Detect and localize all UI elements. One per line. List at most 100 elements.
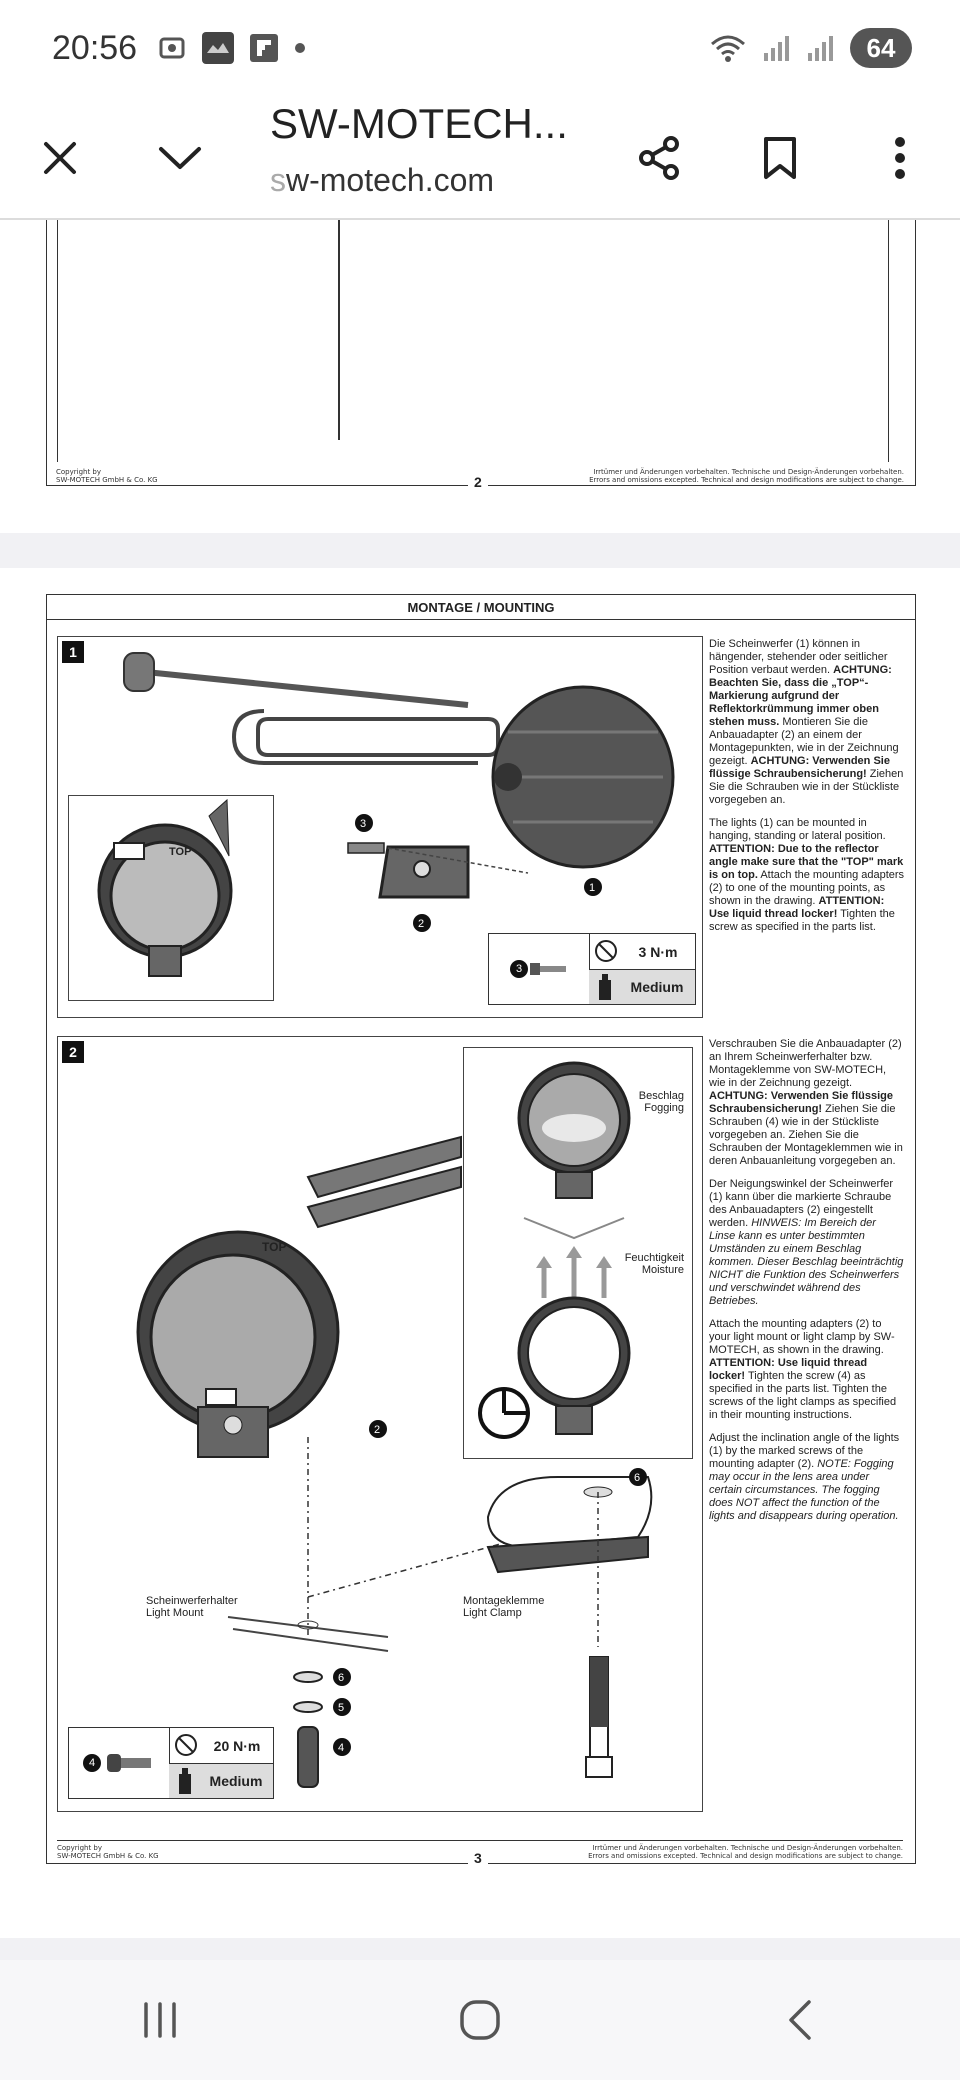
- bolt-icon: [107, 1754, 151, 1772]
- signal-icon-2: [808, 36, 833, 61]
- step-2-text-de-4: Der Neigungswinkel der Scheinwerfer (1) …: [709, 1178, 894, 1229]
- bookmark-icon: [764, 137, 796, 179]
- browser-toolbar: SW-MOTECH... sw-motech.com: [0, 96, 960, 220]
- home-icon: [460, 2000, 500, 2040]
- page-2-inner-frame: [57, 220, 889, 462]
- wifi-icon: [711, 35, 745, 62]
- svg-text:4: 4: [338, 1742, 344, 1754]
- lamp-front-illustration: [97, 798, 233, 977]
- step-1-text-de-1: Die Scheinwerfer (1) können in hängender…: [709, 638, 888, 676]
- close-button[interactable]: [28, 126, 92, 190]
- step-2-badge: 2: [62, 1041, 84, 1063]
- step-1-badge: 1: [62, 641, 84, 663]
- step-1-inset: TOP: [68, 795, 274, 1001]
- light-clamp-label: Montageklemme Light Clamp: [463, 1595, 544, 1619]
- app-icon: [202, 32, 235, 64]
- light-mount-label-de: Scheinwerferhalter: [146, 1595, 238, 1607]
- svg-text:2: 2: [418, 918, 424, 930]
- page-3-heading-bar: MONTAGE / MOUNTING: [47, 595, 915, 620]
- chevron-down-icon: [159, 147, 201, 169]
- svg-text:2: 2: [374, 1424, 380, 1436]
- step-1-text: Die Scheinwerfer (1) können in hängender…: [709, 638, 905, 944]
- svg-text:6: 6: [634, 1472, 640, 1484]
- page-2-copyright: Copyright by SW-MOTECH GmbH & Co. KG: [56, 468, 158, 484]
- step-2-text-de-5: HINWEIS: Im Bereich der Linse kann es un…: [709, 1217, 904, 1307]
- page-2-divider: [338, 220, 340, 440]
- share-button[interactable]: [628, 126, 692, 190]
- page-title: SW-MOTECH...: [270, 100, 568, 147]
- dot-icon: [295, 43, 306, 53]
- step-2-text-en-2: ATTENTION: Use liquid thread locker!: [709, 1357, 868, 1382]
- page-3-copyright: Copyright by SW-MOTECH GmbH & Co. KG: [57, 1844, 159, 1860]
- step-2-screw-badge: 4: [83, 1754, 101, 1772]
- step-1-screw-cell: 3: [489, 934, 590, 1004]
- step-2-torque-box: 4 20 N·m Medium: [68, 1727, 274, 1799]
- step-1-text-en-2: ATTENTION: Due to the reflector angle ma…: [709, 843, 904, 881]
- page-3-heading: MONTAGE / MOUNTING: [407, 599, 555, 615]
- fogging-moisture-illustration: [478, 1061, 631, 1439]
- signal-icon: [764, 36, 789, 61]
- back-icon: [789, 2000, 811, 2040]
- pdf-page-3: MONTAGE / MOUNTING 1 1 2: [0, 568, 960, 1938]
- moisture-label-de: Feuchtigkeit: [624, 1252, 684, 1264]
- torque-wrench-icon: [175, 1734, 197, 1756]
- close-icon: [44, 142, 76, 174]
- light-mount-label: Scheinwerferhalter Light Mount: [146, 1595, 238, 1619]
- step-2-illustration: 2 6 5 4 6: [136, 1135, 653, 1788]
- step-1-torque-strength: Medium: [630, 979, 684, 995]
- step-1-text-en-4: ATTENTION: Use liquid thread locker!: [709, 895, 885, 920]
- step-1-text-de-4: ACHTUNG: Verwenden Sie flüssige Schraube…: [709, 755, 890, 780]
- fogging-label: Beschlag Fogging: [639, 1090, 684, 1114]
- step-2-top-mark: TOP: [262, 1240, 287, 1254]
- step-1-screw-badge: 3: [510, 960, 528, 978]
- page-3-number: 3: [468, 1850, 488, 1866]
- home-button[interactable]: [440, 1980, 520, 2060]
- page-url: sw-motech.com: [270, 162, 495, 198]
- status-time: 20:56: [52, 28, 138, 67]
- step-2-inset: Beschlag Fogging Feuchtigkeit Moisture: [463, 1047, 693, 1459]
- recent-apps-icon: [144, 2002, 176, 2038]
- step-2-torque-value: 20 N·m: [213, 1737, 261, 1754]
- step-2-torque-row: 20 N·m: [169, 1728, 273, 1764]
- thread-locker-icon: [599, 974, 611, 1000]
- step-1-torque-row: 3 N·m: [589, 934, 695, 970]
- moisture-label: Feuchtigkeit Moisture: [625, 1252, 684, 1276]
- bookmark-button[interactable]: [748, 126, 812, 190]
- collapse-button[interactable]: [148, 126, 212, 190]
- light-mount-label-en: Light Mount: [146, 1607, 204, 1619]
- recent-apps-button[interactable]: [120, 1980, 200, 2060]
- document-viewer[interactable]: Copyright by SW-MOTECH GmbH & Co. KG Irr…: [0, 220, 960, 1960]
- step-2-text-de-1: Verschrauben Sie die Anbauadapter (2) an…: [709, 1038, 902, 1089]
- step-2-screw-cell: 4: [69, 1728, 170, 1798]
- more-options-button[interactable]: [868, 126, 932, 190]
- svg-text:3: 3: [360, 818, 366, 830]
- step-1-torque-box: 3 3 N·m Medium: [488, 933, 696, 1005]
- step-2-text-en-4: Adjust the inclination angle of the ligh…: [709, 1432, 900, 1470]
- step-2-text-de-3: Ziehen Sie die Schrauben (4) wie in der …: [709, 1103, 903, 1167]
- light-clamp-label-en: Light Clamp: [463, 1607, 522, 1619]
- share-icon: [639, 136, 679, 180]
- torque-wrench-icon: [595, 940, 617, 962]
- fogging-label-en: Fogging: [644, 1102, 684, 1114]
- page-2-frame: [46, 220, 916, 486]
- step-2-text-en-3: Tighten the screw (4) as specified in th…: [709, 1370, 897, 1421]
- svg-text:6: 6: [338, 1672, 344, 1684]
- step-2-strength-row: Medium: [169, 1764, 273, 1798]
- screw-icon: [530, 963, 566, 975]
- back-button[interactable]: [760, 1980, 840, 2060]
- step-1-text-de-5: Ziehen Sie die Schrauben wie in der Stüc…: [709, 768, 904, 806]
- flipboard-icon: [250, 34, 279, 62]
- light-clamp-label-de: Montageklemme: [463, 1595, 545, 1607]
- screenshot-icon: [159, 37, 185, 59]
- step-1-top-mark: TOP: [169, 846, 192, 858]
- step-1-panel: 1 1 2 3: [57, 636, 703, 1018]
- step-1-text-de-2: ACHTUNG: Beachten Sie, dass die „TOP“-Ma…: [709, 664, 892, 728]
- system-nav-bar: [0, 1960, 960, 2080]
- step-1-torque-value: 3 N·m: [638, 943, 678, 960]
- svg-text:1: 1: [589, 882, 595, 894]
- step-1-text-en-1: The lights (1) can be mounted in hanging…: [709, 817, 886, 842]
- step-1-text-de-3: Montieren Sie die Anbauadapter (2) an ei…: [709, 716, 899, 767]
- status-bar: 20:56 64: [0, 0, 960, 96]
- page-3-disclaimer: Irrtümer und Änderungen vorbehalten. Tec…: [588, 1844, 903, 1860]
- step-1-text-en-5: Tighten the screw as specified in the pa…: [709, 908, 895, 933]
